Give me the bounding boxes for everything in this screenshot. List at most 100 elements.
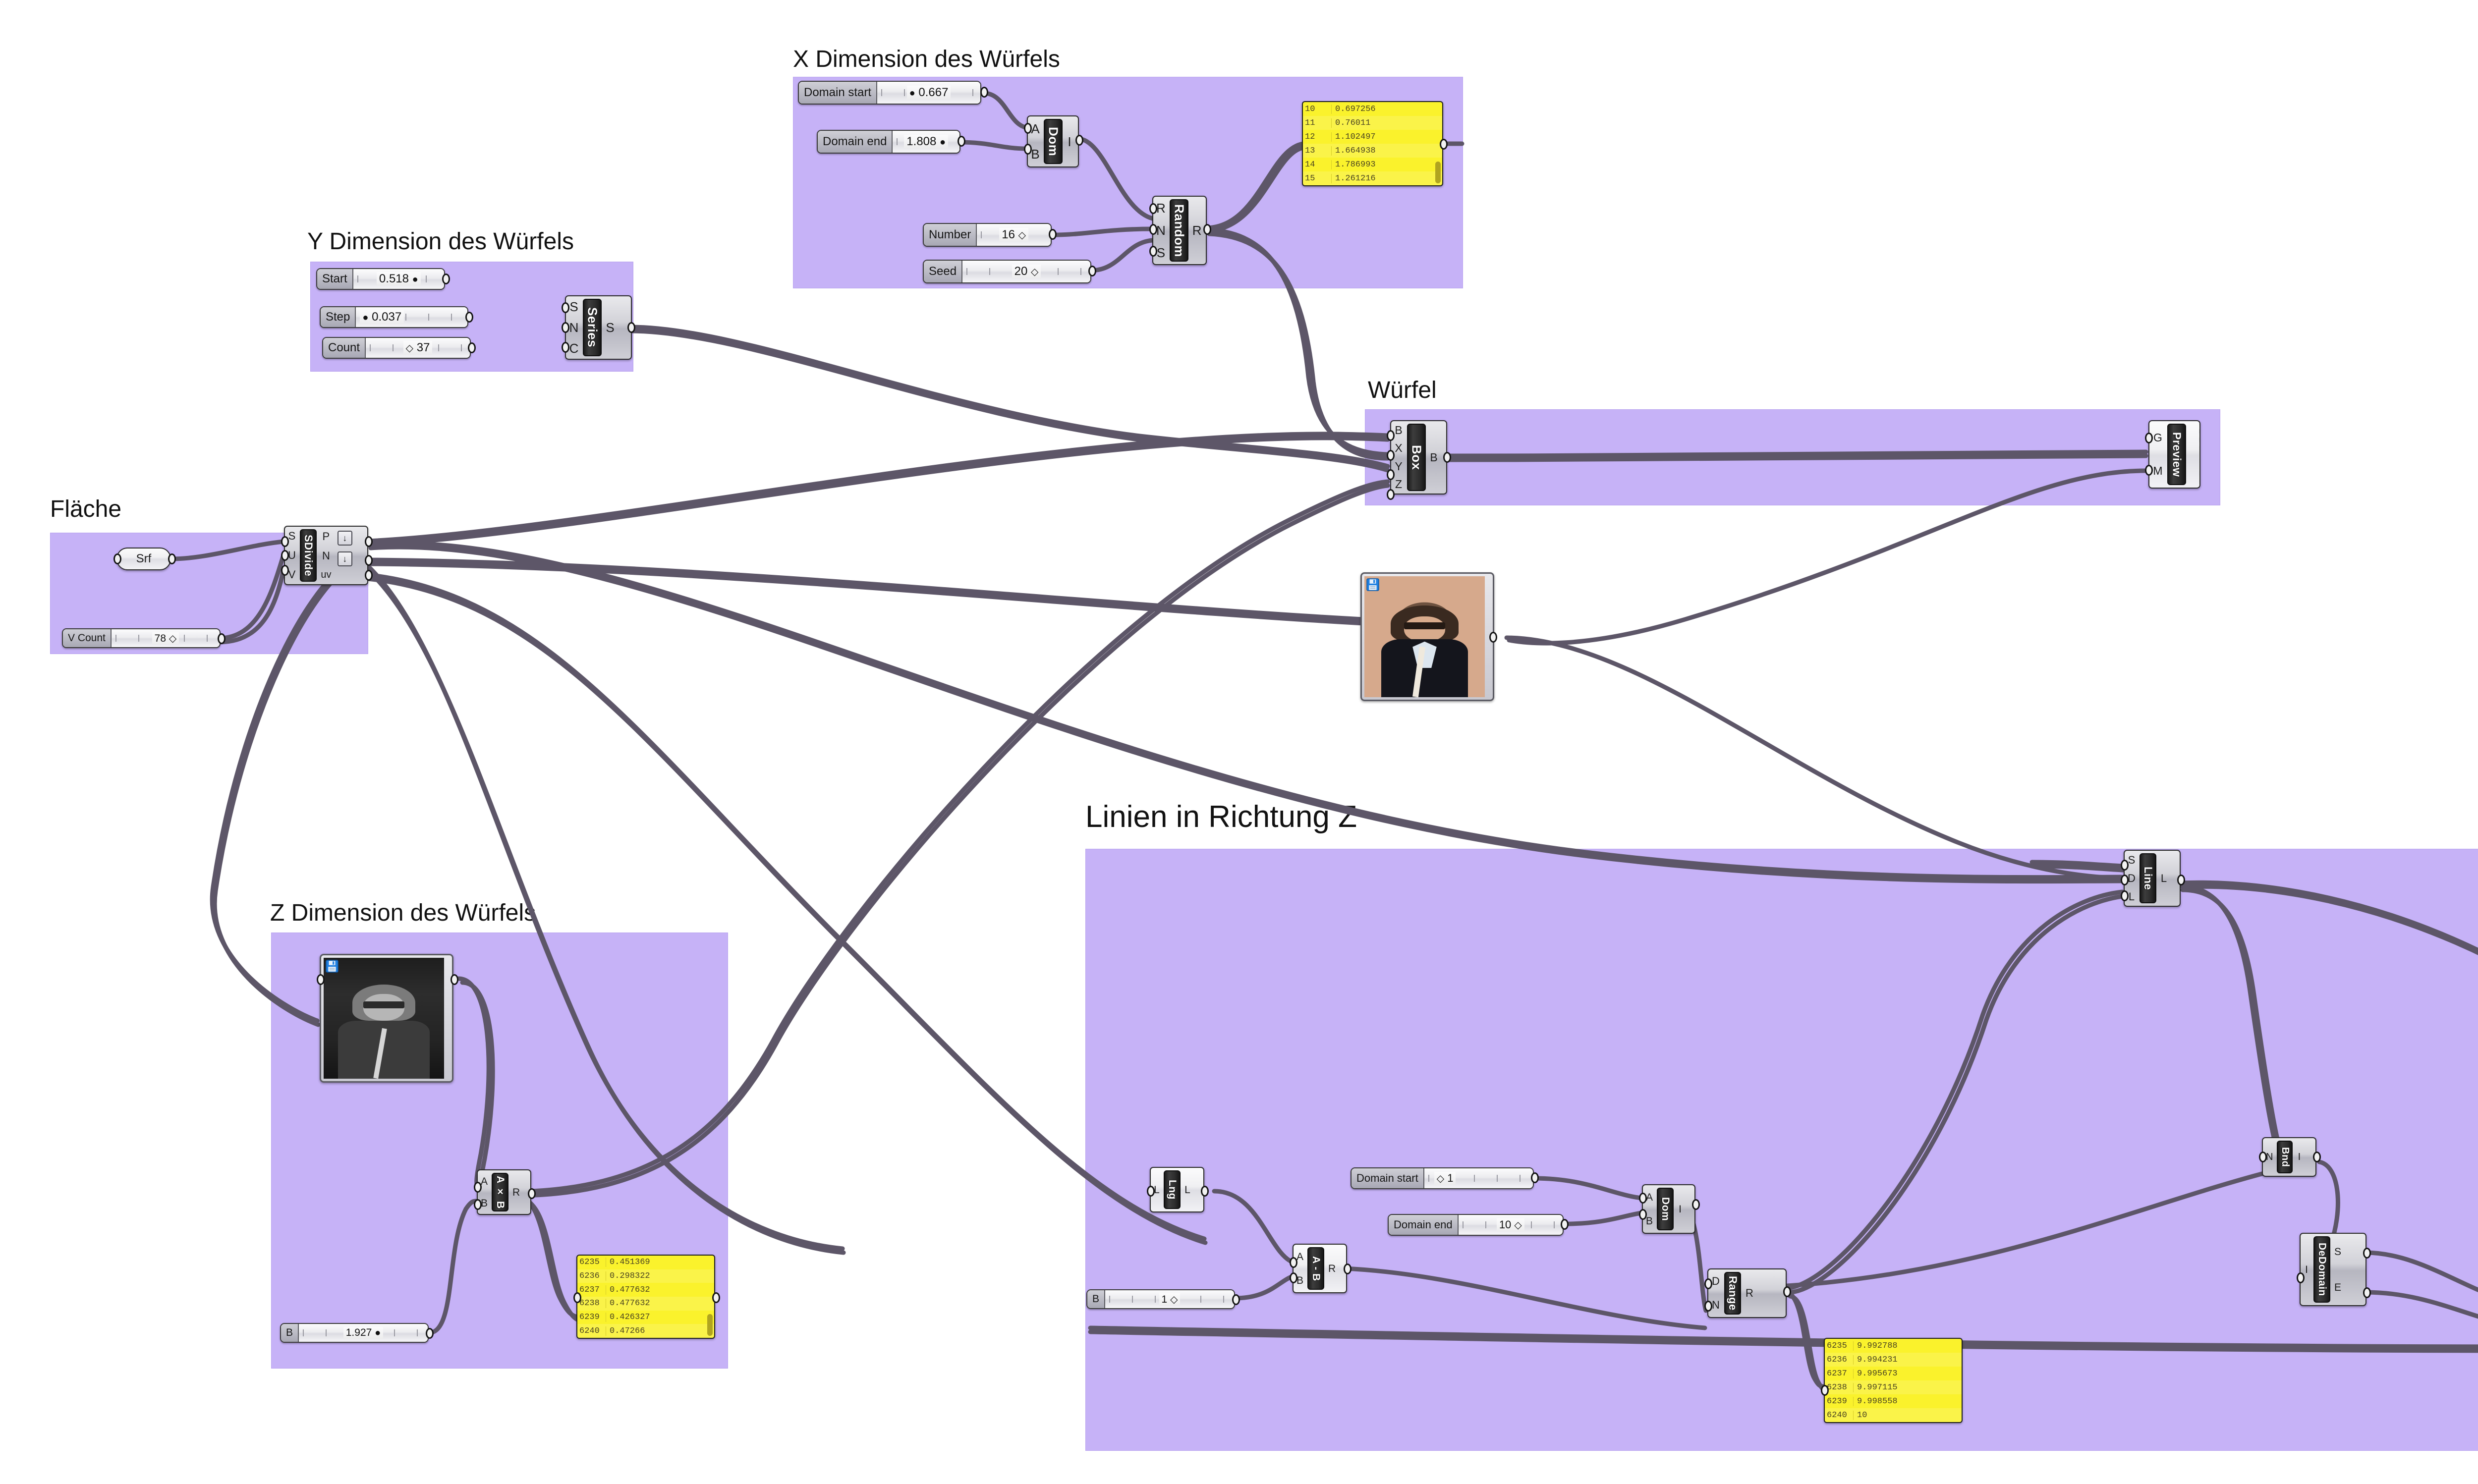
port-label-r-out[interactable]: R — [1192, 223, 1202, 238]
port-label-n[interactable]: N — [1712, 1299, 1720, 1311]
component-line[interactable]: S D L Line L — [2124, 850, 2181, 907]
slider-grip[interactable]: ◇ — [405, 343, 414, 354]
panel-scrollbar[interactable] — [707, 1314, 713, 1336]
port-label-s-out[interactable]: S — [606, 320, 615, 335]
port-nub[interactable] — [1443, 452, 1451, 463]
port-label-i[interactable]: I — [1679, 1203, 1682, 1215]
slider-x-seed[interactable]: Seed 20 ◇ — [923, 260, 1091, 283]
component-multiply[interactable]: A B A × B R — [477, 1169, 531, 1215]
port-nub[interactable] — [1387, 469, 1395, 480]
port-nub[interactable] — [1704, 1301, 1712, 1312]
port-nub[interactable] — [1561, 1219, 1569, 1230]
port-nub[interactable] — [627, 322, 635, 333]
port-nub[interactable] — [1639, 1193, 1647, 1204]
slider-track[interactable]: 20 ◇ — [962, 261, 1090, 282]
port-label-s[interactable]: S — [569, 299, 578, 314]
port-nub[interactable] — [442, 274, 450, 284]
port-nub[interactable] — [468, 342, 476, 353]
slider-track[interactable]: 0.518 ● — [353, 269, 444, 289]
port-nub[interactable] — [2177, 875, 2185, 885]
slider-track[interactable]: 16 ◇ — [977, 224, 1051, 246]
panel-x-values[interactable]: 10 0.697256 11 0.76011 12 1.102497 13 1.… — [1302, 101, 1443, 186]
slider-y-step[interactable]: Step ● 0.037 — [320, 306, 468, 328]
port-nub[interactable] — [573, 1292, 581, 1303]
slider-grip[interactable]: ● — [412, 274, 418, 285]
slider-y-start[interactable]: Start 0.518 ● — [316, 268, 445, 290]
port-nub[interactable] — [1440, 139, 1448, 150]
port-nub[interactable] — [451, 974, 458, 985]
slider-track[interactable]: 1 ◇ — [1105, 1290, 1234, 1308]
port-nub[interactable] — [562, 322, 569, 333]
port-nub[interactable] — [528, 1188, 536, 1199]
port-nub[interactable] — [1344, 1264, 1352, 1274]
panel-linien-values[interactable]: 6235 9.992788 6236 9.994231 6237 9.99567… — [1824, 1338, 1963, 1423]
port-label-a[interactable]: A — [1031, 121, 1040, 137]
port-label-z[interactable]: Z — [1395, 478, 1403, 491]
slider-y-count[interactable]: Count ◇ 37 — [322, 337, 471, 359]
port-nub[interactable] — [712, 1292, 720, 1303]
port-nub[interactable] — [1531, 1172, 1539, 1183]
port-nub[interactable] — [1024, 123, 1032, 134]
port-label-a[interactable]: A — [481, 1175, 488, 1187]
slider-x-domain-end[interactable]: Domain end 1.808 ● — [817, 130, 960, 154]
slider-grip[interactable]: ● — [362, 312, 369, 323]
slider-x-number[interactable]: Number 16 ◇ — [923, 223, 1052, 247]
component-dedomain[interactable]: I DeDomain S E — [2300, 1233, 2366, 1306]
port-label-y[interactable]: Y — [1395, 459, 1403, 473]
slider-track[interactable]: 78 ◇ — [111, 629, 220, 647]
slider-track[interactable]: 10 ◇ — [1458, 1215, 1563, 1235]
port-nub[interactable] — [1387, 430, 1395, 441]
flatten-icon-p[interactable]: ↓ — [337, 531, 352, 546]
port-nub[interactable] — [957, 136, 965, 147]
port-nub[interactable] — [1290, 1257, 1297, 1268]
port-label-a[interactable]: A — [1646, 1191, 1653, 1203]
port-label-r[interactable]: R — [512, 1186, 520, 1198]
port-nub[interactable] — [1147, 1186, 1155, 1197]
port-nub[interactable] — [1692, 1199, 1700, 1210]
port-nub[interactable] — [365, 570, 373, 581]
port-nub[interactable] — [1232, 1294, 1240, 1305]
slider-track[interactable]: ● 0.037 — [356, 307, 467, 327]
port-label-b[interactable]: B — [1395, 423, 1403, 437]
port-label-s[interactable]: S — [2334, 1246, 2342, 1258]
port-nub[interactable] — [1149, 246, 1157, 257]
port-label-b[interactable]: B — [1646, 1215, 1653, 1227]
slider-grip[interactable]: ● — [375, 1327, 381, 1338]
port-nub[interactable] — [281, 536, 289, 547]
slider-grip[interactable]: ◇ — [1514, 1220, 1522, 1231]
image-sampler-color[interactable] — [1360, 572, 1494, 701]
port-nub[interactable] — [2259, 1152, 2267, 1162]
port-label-n[interactable]: N — [569, 320, 579, 335]
port-nub[interactable] — [980, 87, 988, 98]
component-lng[interactable]: L Lng L — [1150, 1167, 1204, 1212]
port-nub[interactable] — [2145, 465, 2153, 476]
port-nub[interactable] — [2121, 890, 2129, 901]
port-nub[interactable] — [1149, 203, 1157, 214]
port-nub[interactable] — [1387, 489, 1395, 500]
slider-grip[interactable]: ● — [940, 137, 946, 148]
param-srf[interactable]: Srf — [116, 548, 171, 570]
port-nub[interactable] — [2121, 860, 2129, 871]
component-subtract[interactable]: A B A - B R — [1293, 1244, 1347, 1293]
port-nub[interactable] — [2313, 1152, 2321, 1162]
slider-grip[interactable]: ◇ — [1170, 1294, 1178, 1305]
port-label-x[interactable]: X — [1395, 441, 1403, 455]
slider-grip[interactable]: ◇ — [1031, 267, 1039, 277]
port-nub[interactable] — [1049, 229, 1057, 240]
port-nub[interactable] — [1024, 144, 1032, 155]
port-nub[interactable] — [474, 1182, 482, 1193]
port-nub[interactable] — [1821, 1385, 1829, 1396]
slider-grip[interactable]: ◇ — [1436, 1173, 1445, 1184]
port-nub[interactable] — [465, 312, 473, 323]
slider-track[interactable]: ◇ 1 — [1424, 1168, 1533, 1188]
port-label-n[interactable]: N — [2266, 1152, 2273, 1162]
port-label-i[interactable]: I — [2305, 1264, 2308, 1275]
port-label-s[interactable]: S — [1156, 245, 1166, 261]
port-nub[interactable] — [562, 342, 569, 353]
port-nub[interactable] — [281, 565, 289, 576]
port-nub[interactable] — [218, 633, 225, 644]
port-nub[interactable] — [365, 555, 373, 566]
flatten-icon-n[interactable]: ↓ — [337, 551, 352, 566]
port-label-v[interactable]: V — [288, 568, 296, 581]
port-label-d[interactable]: D — [1712, 1275, 1720, 1287]
